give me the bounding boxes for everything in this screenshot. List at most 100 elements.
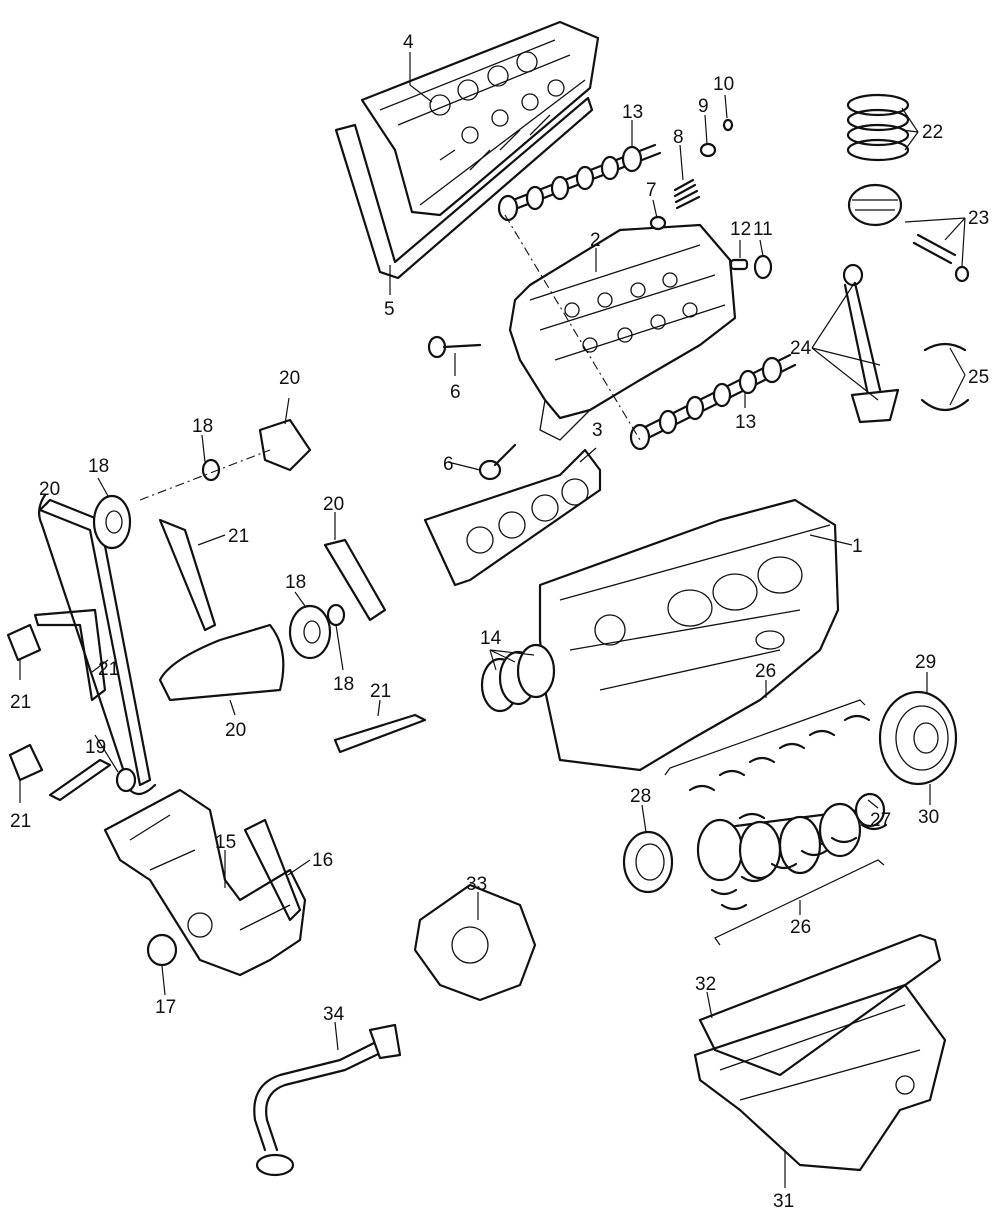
secondary-timing-chain[interactable]: [158, 623, 285, 702]
oil-pan[interactable]: [693, 983, 947, 1172]
callout-13-upper: 13: [622, 102, 643, 123]
timing-sprocket-left[interactable]: [92, 494, 132, 550]
callout-12: 12: [730, 219, 751, 240]
callout-9: 9: [698, 96, 709, 117]
callout-5: 5: [384, 299, 395, 320]
callout-20-d: 20: [225, 720, 246, 741]
harmonic-balancer[interactable]: [878, 690, 958, 786]
callout-3: 3: [592, 420, 603, 441]
oil-pump[interactable]: [413, 883, 537, 1002]
timing-chain-right[interactable]: [323, 538, 387, 622]
callout-14: 14: [480, 628, 502, 649]
valve-cover-gasket[interactable]: [334, 96, 594, 280]
crank-sprocket[interactable]: [115, 767, 137, 793]
timing-sprocket-center[interactable]: [288, 604, 332, 660]
bracket-lower: [714, 859, 885, 946]
callout-8: 8: [673, 127, 684, 148]
bracket-upper: [664, 699, 866, 776]
callout-11: 11: [753, 219, 773, 240]
valve-lifter[interactable]: [649, 215, 667, 231]
callout-13-lower: 13: [735, 412, 756, 433]
callout-20-b: 20: [39, 479, 60, 500]
callout-28: 28: [630, 786, 651, 807]
front-crank-seal[interactable]: [146, 933, 178, 967]
connecting-rod[interactable]: [842, 263, 900, 424]
assembly-line: [504, 214, 641, 441]
camshaft-lower[interactable]: [629, 353, 797, 451]
rear-main-seal[interactable]: [622, 830, 674, 894]
callout-21-c: 21: [10, 692, 31, 713]
spring-retainer[interactable]: [699, 142, 717, 158]
piston-rings[interactable]: [846, 93, 910, 162]
small-sprocket[interactable]: [201, 458, 346, 627]
engine-block[interactable]: [538, 498, 840, 772]
callout-32: 32: [695, 974, 716, 995]
cam-bearings[interactable]: [480, 643, 556, 713]
callout-21-e: 21: [370, 681, 391, 702]
callout-18-b: 18: [88, 456, 109, 477]
callout-31: 31: [773, 1191, 794, 1212]
callout-26-lower: 26: [790, 917, 811, 938]
main-bearings-lower[interactable]: [710, 823, 888, 911]
callout-27: 27: [870, 810, 891, 831]
callout-10: 10: [713, 74, 734, 95]
callout-18-c: 18: [285, 572, 306, 593]
chain-guide-right[interactable]: [158, 518, 217, 632]
callout-24: 24: [790, 338, 812, 359]
oil-pickup-tube[interactable]: [253, 1023, 402, 1177]
callout-16: 16: [312, 850, 333, 871]
callout-20-c: 20: [323, 494, 344, 515]
callout-30: 30: [918, 807, 939, 828]
main-bearings-upper[interactable]: [688, 714, 871, 832]
valve-keeper[interactable]: [722, 118, 734, 132]
camshaft-upper[interactable]: [497, 143, 662, 222]
pin[interactable]: [729, 258, 749, 271]
callout-20-a: 20: [279, 368, 300, 389]
callout-15: 15: [215, 832, 236, 853]
chain-tensioner-upper[interactable]: [6, 623, 42, 662]
callout-17: 17: [155, 997, 176, 1018]
callout-29: 29: [915, 652, 936, 673]
callout-6-lower: 6: [443, 454, 454, 475]
callout-1: 1: [852, 536, 863, 557]
valve-cover[interactable]: [360, 20, 600, 217]
callout-21-a: 21: [228, 526, 249, 547]
cylinder-head[interactable]: [508, 223, 737, 441]
callout-18-a: 18: [192, 416, 213, 437]
chain-cover-small[interactable]: [258, 418, 312, 472]
piston[interactable]: [847, 183, 903, 227]
callout-labels: 4 5 2 3 6 6 7 8 9 10 11 12 13 13 1 14 15…: [10, 32, 989, 1212]
callout-21-b: 21: [98, 659, 119, 680]
crankshaft[interactable]: [696, 792, 886, 882]
callout-7: 7: [646, 180, 657, 201]
valve-intake[interactable]: [478, 443, 517, 481]
valve-spring[interactable]: [673, 178, 701, 210]
cam-phaser-seal[interactable]: [753, 254, 773, 280]
callout-6-upper: 6: [450, 382, 461, 403]
valve-exhaust[interactable]: [427, 335, 482, 359]
chain-guide-lower[interactable]: [48, 758, 112, 802]
rod-bearings[interactable]: [920, 342, 970, 412]
callout-4: 4: [403, 32, 414, 53]
oil-pan-gasket[interactable]: [698, 933, 942, 1077]
head-gasket[interactable]: [423, 448, 602, 587]
callout-22: 22: [922, 122, 943, 143]
chain-tensioner-lower[interactable]: [8, 743, 44, 782]
callout-19: 19: [85, 737, 106, 758]
callout-21-d: 21: [10, 811, 31, 832]
front-cover-gasket[interactable]: [243, 818, 302, 922]
callout-2: 2: [590, 230, 601, 251]
callout-23: 23: [968, 208, 989, 229]
timing-cover[interactable]: [103, 788, 307, 977]
tensioner-arm[interactable]: [333, 713, 427, 754]
callout-26-upper: 26: [755, 661, 776, 682]
callout-18-d: 18: [333, 674, 354, 695]
callout-25: 25: [968, 367, 989, 388]
callout-34: 34: [323, 1004, 345, 1025]
alignment-line: [139, 449, 271, 501]
chain-guide-left[interactable]: [33, 608, 107, 702]
leader-lines: [19, 52, 966, 1188]
piston-pin[interactable]: [912, 233, 970, 283]
callout-33: 33: [466, 874, 487, 895]
